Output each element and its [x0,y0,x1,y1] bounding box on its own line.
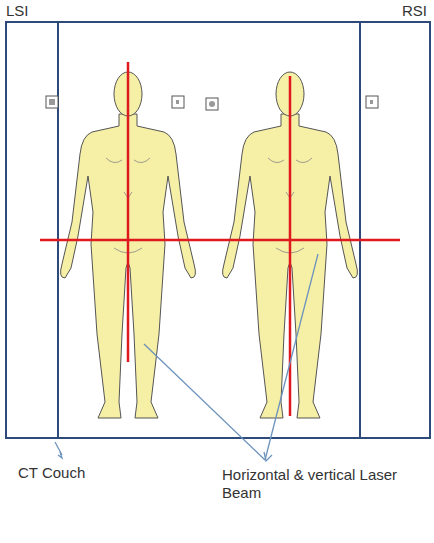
side-label: RSI [402,2,427,20]
side-label: LSI [6,2,29,20]
couch-rail [359,22,361,438]
couch-frame [6,22,430,438]
part-label: CT Couch [18,464,85,482]
marker-squares [46,96,378,110]
patient-figure [223,72,358,418]
couch-rail [57,22,59,438]
pointer-arrows [55,254,318,461]
laser-lines [40,62,400,416]
part-label: Horizontal & vertical Laser Beam [222,466,412,502]
